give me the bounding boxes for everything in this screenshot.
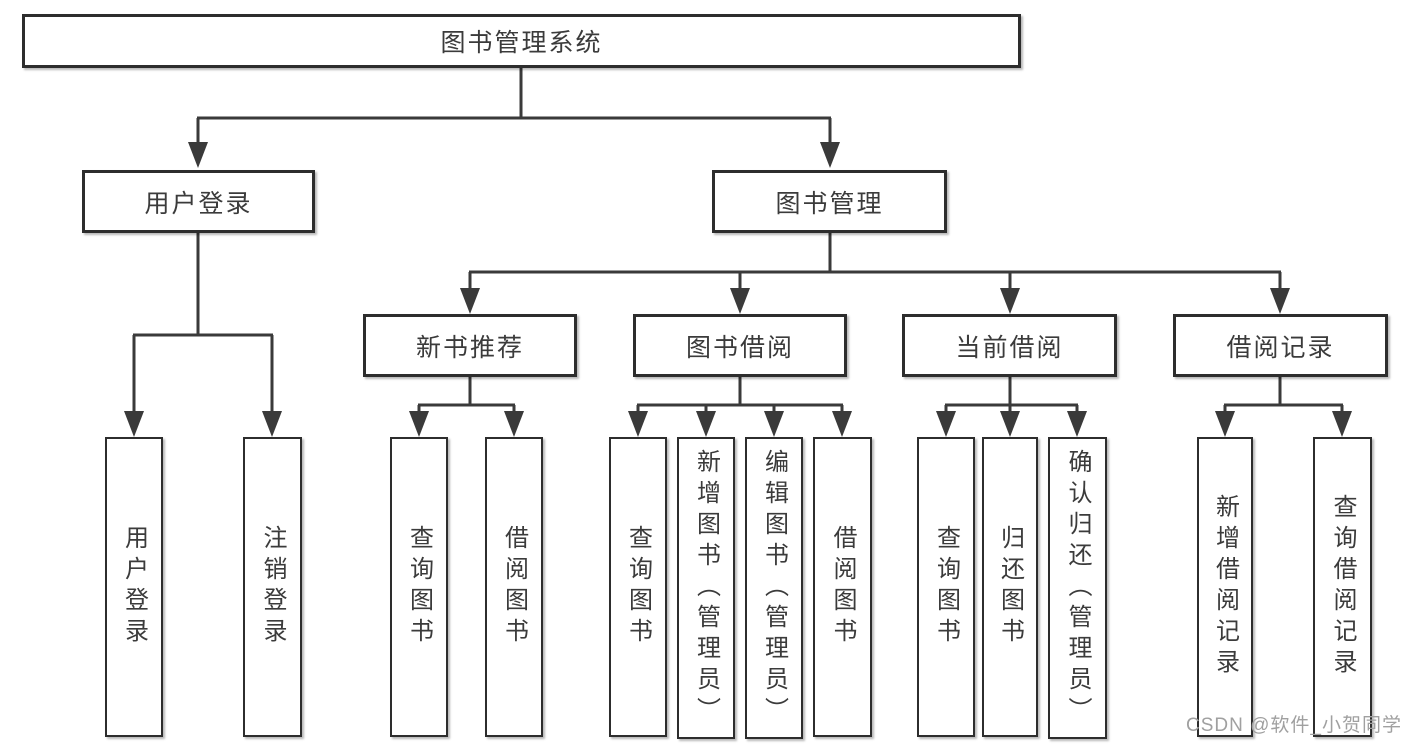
node-book-management-label: 图书管理 <box>775 189 884 218</box>
leaf-bb-borrow-book: 借阅图书 <box>813 437 872 737</box>
leaf-nb-borrow-book: 借阅图书 <box>485 437 543 737</box>
node-root: 图书管理系统 <box>22 14 1021 68</box>
node-book-borrow: 图书借阅 <box>633 314 847 377</box>
leaf-cb-confirm-return: 确认归还（管理员） <box>1048 437 1107 739</box>
node-current-borrow-label: 当前借阅 <box>955 333 1064 362</box>
leaf-bb-query-book: 查询图书 <box>609 437 667 737</box>
node-root-label: 图书管理系统 <box>440 29 603 57</box>
leaf-cb-query-book: 查询图书 <box>917 437 975 737</box>
leaf-nb-query-book: 查询图书 <box>390 437 448 737</box>
leaf-bb-add-book: 新增图书（管理员） <box>677 437 735 739</box>
leaf-br-add-record: 新增借阅记录 <box>1197 437 1253 737</box>
leaf-cb-return-book-label: 归还图书 <box>996 525 1024 649</box>
leaf-user-login-label: 用户登录 <box>120 525 148 649</box>
leaf-nb-borrow-book-label: 借阅图书 <box>500 525 528 649</box>
node-user-login: 用户登录 <box>82 170 315 233</box>
leaf-user-login: 用户登录 <box>105 437 163 737</box>
csdn-watermark: CSDN @软件_小贺同学 <box>1186 715 1402 736</box>
leaf-cb-confirm-return-label: 确认归还（管理员） <box>1064 448 1091 728</box>
leaf-bb-edit-book: 编辑图书（管理员） <box>745 437 803 739</box>
leaf-logout: 注销登录 <box>243 437 302 737</box>
leaf-br-add-record-label: 新增借阅记录 <box>1211 494 1239 680</box>
leaf-bb-borrow-book-label: 借阅图书 <box>829 525 856 649</box>
node-borrow-records: 借阅记录 <box>1173 314 1388 377</box>
node-current-borrow: 当前借阅 <box>902 314 1117 377</box>
node-book-borrow-label: 图书借阅 <box>685 333 794 362</box>
leaf-bb-query-book-label: 查询图书 <box>624 525 652 649</box>
node-borrow-records-label: 借阅记录 <box>1226 333 1335 362</box>
leaf-nb-query-book-label: 查询图书 <box>405 525 433 649</box>
node-new-book-recommend: 新书推荐 <box>363 314 577 377</box>
leaf-cb-query-book-label: 查询图书 <box>932 525 960 649</box>
leaf-cb-return-book: 归还图书 <box>982 437 1038 737</box>
leaf-br-query-record: 查询借阅记录 <box>1313 437 1372 737</box>
node-user-login-label: 用户登录 <box>144 189 253 218</box>
leaf-bb-edit-book-label: 编辑图书（管理员） <box>760 448 788 728</box>
leaf-logout-label: 注销登录 <box>259 525 286 649</box>
node-book-management: 图书管理 <box>712 170 947 233</box>
leaf-bb-add-book-label: 新增图书（管理员） <box>692 448 720 728</box>
node-new-book-recommend-label: 新书推荐 <box>415 333 524 362</box>
leaf-br-query-record-label: 查询借阅记录 <box>1329 494 1356 680</box>
